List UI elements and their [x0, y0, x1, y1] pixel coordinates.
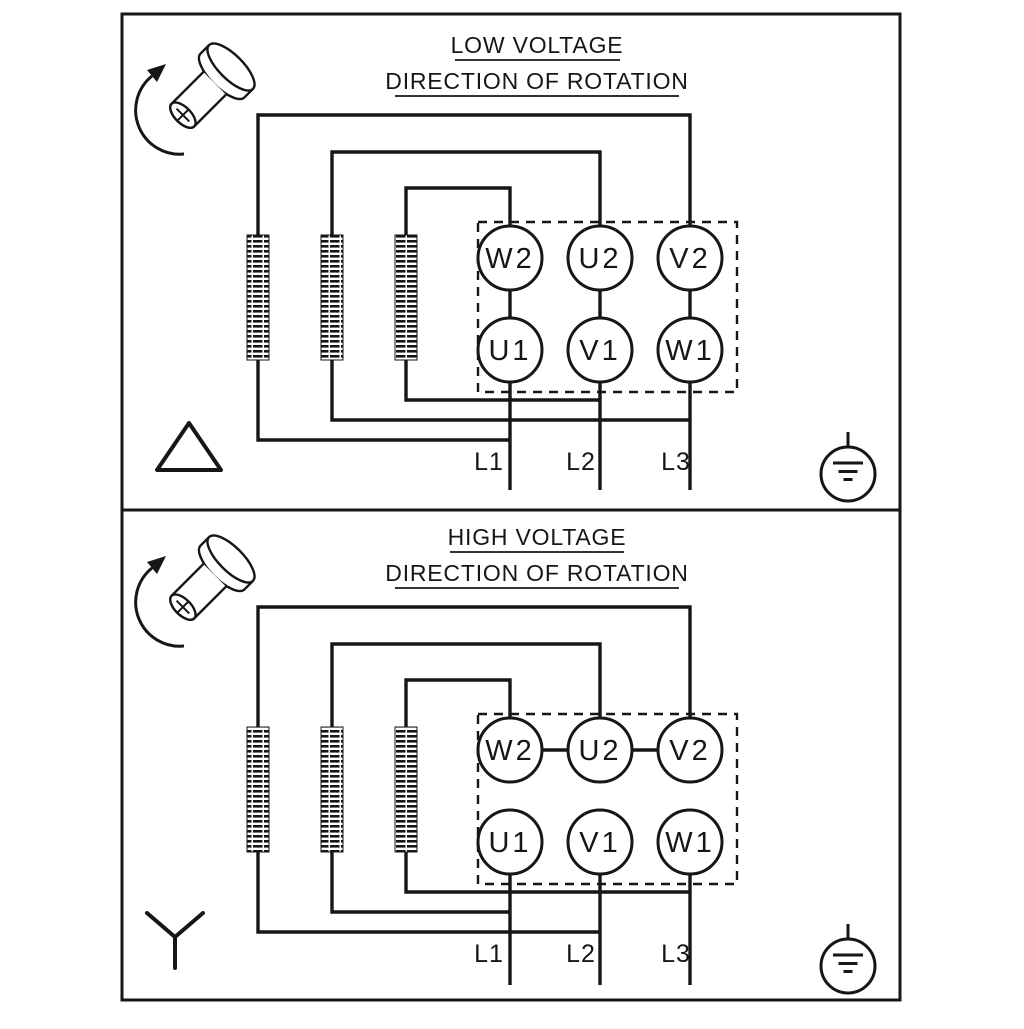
- terminal-w2: W2: [476, 224, 544, 292]
- delta-links: [508, 290, 692, 318]
- supply-feed-lines: [508, 382, 692, 490]
- terminal-v1: V1: [566, 316, 634, 384]
- svg-text:V2: V2: [669, 735, 710, 767]
- winding-coil-2: [320, 234, 344, 361]
- coil-bottom-wires: [256, 852, 690, 934]
- wire-coil1-to-v2: [256, 113, 692, 235]
- svg-text:W2: W2: [485, 243, 535, 275]
- terminal-v1: V1: [566, 808, 634, 876]
- terminal-u2: U2: [566, 224, 634, 292]
- winding-coil-2: [320, 726, 344, 853]
- panel-header: HIGH VOLTAGE DIRECTION OF ROTATION: [385, 524, 688, 589]
- svg-text:U2: U2: [578, 735, 621, 767]
- wire-coil2-bottom: [330, 852, 510, 914]
- low-voltage-title: LOW VOLTAGE: [451, 32, 624, 58]
- label-l3: L3: [661, 940, 691, 968]
- label-l1: L1: [474, 940, 504, 968]
- wire-coil3-to-w2: [404, 678, 512, 727]
- label-l3: L3: [661, 448, 691, 476]
- terminal-w2: W2: [476, 716, 544, 784]
- supply-feed-lines: [508, 874, 692, 985]
- label-l2: L2: [566, 448, 596, 476]
- svg-text:U1: U1: [488, 335, 531, 367]
- svg-text:U2: U2: [578, 243, 621, 275]
- supply-labels: L1 L2 L3: [474, 448, 691, 476]
- panel-low-voltage: LOW VOLTAGE DIRECTION OF ROTATION: [134, 32, 877, 503]
- svg-text:W1: W1: [665, 827, 715, 859]
- terminal-box: [476, 712, 739, 886]
- svg-text:W1: W1: [665, 335, 715, 367]
- wire-coil3-bottom: [404, 852, 690, 894]
- low-voltage-subtitle: DIRECTION OF ROTATION: [385, 68, 688, 94]
- terminal-u1: U1: [476, 808, 544, 876]
- coil-top-wires: [256, 605, 692, 727]
- label-l2: L2: [566, 940, 596, 968]
- wire-coil2-to-u2: [330, 642, 602, 727]
- svg-text:V1: V1: [579, 827, 620, 859]
- coil-top-wires: [256, 113, 692, 235]
- winding-coil-3: [394, 234, 418, 361]
- svg-text:V1: V1: [579, 335, 620, 367]
- outer-border: [120, 12, 902, 1002]
- svg-text:V2: V2: [669, 243, 710, 275]
- star-connection-icon: [145, 911, 205, 970]
- wire-coil3-bottom: [404, 360, 600, 402]
- delta-connection-icon: [155, 421, 223, 472]
- wire-coil1-bottom: [256, 360, 510, 442]
- terminal-w1: W1: [656, 316, 724, 384]
- wire-coil2-bottom: [330, 360, 690, 422]
- winding-coil-1: [246, 726, 270, 853]
- terminal-box: [476, 220, 739, 394]
- terminal-v2: V2: [656, 224, 724, 292]
- terminal-v2: V2: [656, 716, 724, 784]
- wire-coil1-to-v2: [256, 605, 692, 727]
- motor-windings: [246, 726, 418, 853]
- svg-text:U1: U1: [488, 827, 531, 859]
- high-voltage-subtitle: DIRECTION OF ROTATION: [385, 560, 688, 586]
- terminal-u2: U2: [566, 716, 634, 784]
- svg-text:W2: W2: [485, 735, 535, 767]
- wire-coil3-to-w2: [404, 186, 512, 235]
- terminal-u1: U1: [476, 316, 544, 384]
- winding-coil-1: [246, 234, 270, 361]
- supply-labels: L1 L2 L3: [474, 940, 691, 968]
- winding-coil-3: [394, 726, 418, 853]
- wire-coil1-bottom: [256, 852, 600, 934]
- coil-bottom-wires: [256, 360, 690, 442]
- panel-header: LOW VOLTAGE DIRECTION OF ROTATION: [385, 32, 688, 97]
- label-l1: L1: [474, 448, 504, 476]
- high-voltage-title: HIGH VOLTAGE: [448, 524, 627, 550]
- wire-coil2-to-u2: [330, 150, 602, 235]
- terminal-w1: W1: [656, 808, 724, 876]
- panel-high-voltage: HIGH VOLTAGE DIRECTION OF ROTATION: [134, 524, 877, 995]
